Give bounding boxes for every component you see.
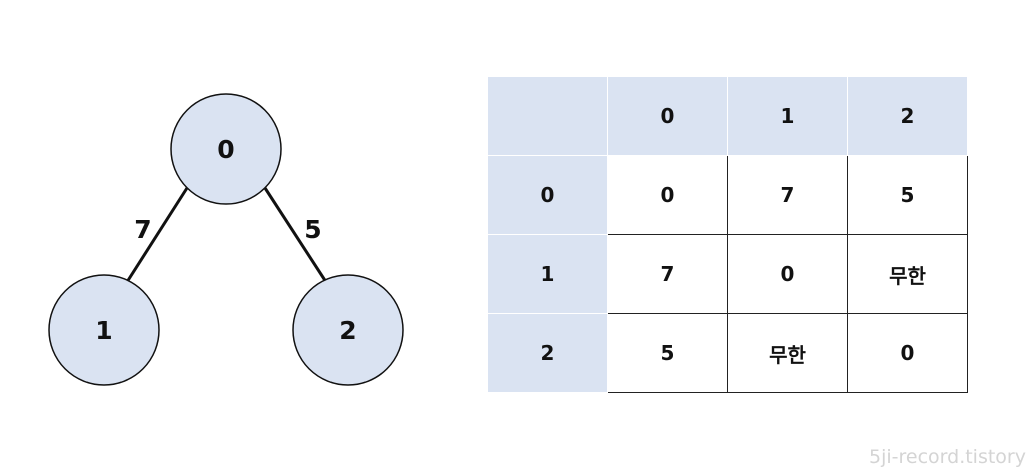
graph-diagram: 7 5 0 1 2 (48, 93, 404, 386)
matrix-header-row: 0 1 2 (487, 76, 968, 156)
matrix-cell: 7 (727, 155, 848, 235)
node-2: 2 (292, 274, 404, 386)
edge-0-2-weight: 5 (304, 215, 321, 244)
edge-0-1 (125, 187, 189, 283)
matrix-cell: 0 (847, 313, 968, 393)
matrix-cell: 0 (607, 155, 728, 235)
adjacency-matrix: 0 1 2 0 0 7 5 1 7 0 무한 2 5 무한 0 (487, 76, 968, 393)
matrix-cell: 5 (607, 313, 728, 393)
row-header: 0 (487, 155, 608, 235)
watermark-text: 5ji-record.tistory (869, 446, 1026, 468)
row-header: 2 (487, 313, 608, 393)
node-1: 1 (48, 274, 160, 386)
matrix-cell: 7 (607, 234, 728, 314)
matrix-corner (487, 76, 608, 156)
node-2-label: 2 (339, 316, 356, 345)
node-0-label: 0 (217, 135, 234, 164)
matrix-row: 2 5 무한 0 (487, 313, 968, 393)
row-header: 1 (487, 234, 608, 314)
matrix-row: 1 7 0 무한 (487, 234, 968, 314)
col-header: 2 (847, 76, 968, 156)
node-1-label: 1 (95, 316, 112, 345)
node-0: 0 (170, 93, 282, 205)
edge-0-1-weight: 7 (134, 215, 151, 244)
col-header: 0 (607, 76, 728, 156)
matrix-cell: 5 (847, 155, 968, 235)
col-header: 1 (727, 76, 848, 156)
edge-0-2 (263, 187, 328, 283)
matrix-cell: 무한 (847, 234, 968, 314)
matrix-cell: 0 (727, 234, 848, 314)
matrix-cell: 무한 (727, 313, 848, 393)
matrix-row: 0 0 7 5 (487, 155, 968, 235)
